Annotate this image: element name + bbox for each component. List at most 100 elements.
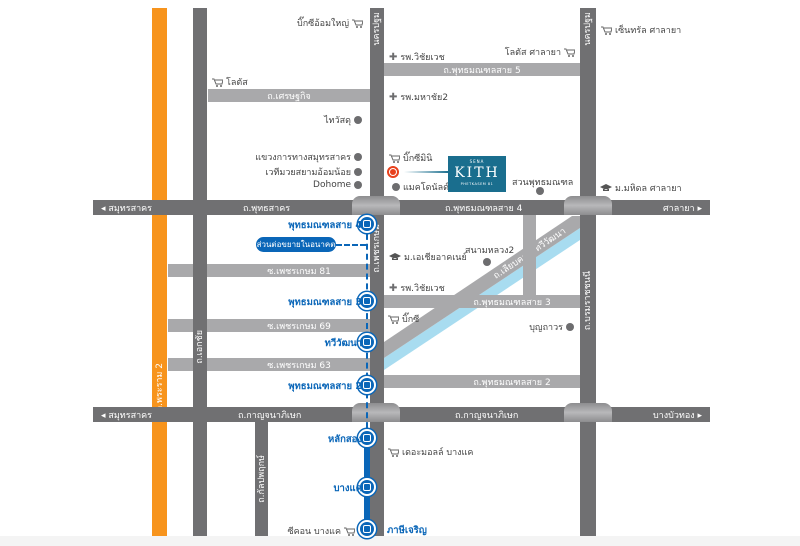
- logo-sub: PHETKASEM 81: [460, 182, 494, 186]
- footer-band: [0, 536, 800, 546]
- bts-future-line: [366, 224, 368, 438]
- road-label: ถ.บรมราชชนนี: [583, 270, 593, 330]
- poi-label: โลตัส ศาลายา: [504, 48, 561, 58]
- sena-kith-logo[interactable]: SENA KITH PHETKASEM 81: [448, 156, 506, 192]
- location-dot-icon: [354, 116, 362, 124]
- road-setthakit: ถ.เศรษฐกิจ: [208, 89, 370, 102]
- poi-boxing-stadium: เวทีมวยสยามอ้อมน้อย: [265, 165, 362, 179]
- poi-label: บิ๊กซี: [402, 315, 420, 325]
- overpass: [352, 403, 400, 422]
- direction-salaya: ศาลายา ▸: [662, 203, 702, 214]
- shopping-cart-icon: [212, 78, 223, 87]
- poi-label: ไทวัสดุ: [324, 116, 351, 126]
- bts-station-icon[interactable]: [358, 478, 376, 496]
- road-label: ถ.พุทธมณฑลสาย 4: [445, 203, 523, 214]
- poi-thai-watsadu: ไทวัสดุ: [324, 113, 362, 127]
- poi-sanam-luang2: สนามหลวง2: [465, 243, 514, 257]
- road-label: ถ.กัลปพฤกษ์: [256, 455, 267, 503]
- project-location-marker[interactable]: [387, 166, 399, 178]
- poi-highway-office: แขวงการทางสมุทรสาคร: [255, 150, 362, 164]
- road-label: ซ.เพชรเกษม 69: [267, 321, 331, 332]
- station-label[interactable]: บางแค: [333, 483, 362, 494]
- road-label: ซ.เพชรเกษม 81: [267, 266, 331, 277]
- bts-station-icon[interactable]: [358, 333, 376, 351]
- poi-bigc: บิ๊กซี: [388, 312, 419, 326]
- shopping-cart-icon: [352, 19, 363, 28]
- overpass: [564, 196, 612, 215]
- poi-label: แขวงการทางสมุทรสาคร: [255, 153, 351, 163]
- poi-bigc-om-yai: บิ๊กซีอ้อมใหญ่: [297, 16, 363, 30]
- poi-label: เวทีมวยสยามอ้อมน้อย: [265, 168, 351, 178]
- poi-label: ม.มหิดล ศาลายา: [615, 184, 682, 194]
- poi-lotus: โลตัส: [212, 75, 248, 89]
- poi-label: เซ็นทรัล ศาลายา: [615, 26, 682, 36]
- poi-label: รพ.วิชัยเวช: [400, 53, 445, 63]
- bts-station-icon[interactable]: [358, 429, 376, 447]
- road-phutthamonthon2: ถ.พุทธมณฑลสาย 2: [384, 375, 580, 388]
- poi-wichaivej-2: ✚รพ.วิชัยเวช: [389, 281, 445, 295]
- hospital-icon: ✚: [389, 282, 398, 294]
- road-label: ถ.กาญจนาภิเษก: [455, 410, 519, 421]
- future-extension-connector: [336, 244, 366, 246]
- road-label: ถ.พุทธสาคร: [243, 203, 291, 214]
- future-extension-badge: ส่วนต่อขยายในอนาคต: [256, 237, 336, 252]
- road-label-nakhon-pathom: นครปฐม: [372, 12, 382, 46]
- graduation-cap-icon: [600, 184, 612, 191]
- road-soi-69: ซ.เพชรเกษม 69: [168, 319, 370, 332]
- station-label[interactable]: พุทธมณฑลสาย 4: [288, 220, 362, 231]
- bts-station-icon[interactable]: [358, 376, 376, 394]
- poi-label: รพ.วิชัยเวช: [400, 284, 445, 294]
- road-label: ถ.พุทธมณฑลสาย 2: [473, 377, 551, 388]
- road-label: ถ.กาญจนาภิเษก: [238, 410, 302, 421]
- direction-samut-sakhon: ◂ สมุทรสาคร: [101, 410, 152, 421]
- logo-brand: SENA: [469, 159, 485, 164]
- road-kanlapaphruek: ถ.กัลปพฤกษ์: [255, 422, 268, 536]
- road-phutthamonthon4: ◂ สมุทรสาคร ถ.พุทธสาคร ถ.พุทธมณฑลสาย 4 ศ…: [93, 200, 710, 215]
- location-dot-icon: [354, 153, 362, 161]
- poi-label: บุญถาวร: [529, 323, 563, 333]
- road-kanchanaphisek: ◂ สมุทรสาคร ถ.กาญจนาภิเษก ถ.กาญจนาภิเษก …: [93, 407, 710, 422]
- poi-label: สวนพุทธมณฑล: [512, 178, 574, 188]
- bts-station-icon[interactable]: [358, 215, 376, 233]
- bts-station-icon[interactable]: [358, 292, 376, 310]
- poi-label: แมคโดนัลด์: [403, 183, 449, 193]
- poi-lotus-salaya: โลตัส ศาลายา: [505, 45, 575, 59]
- road-rama2: ถ.พระราม 2: [152, 8, 167, 536]
- road-label: ถ.เอกชัย: [195, 330, 205, 364]
- poi-label: เดอะมอลล์ บางแค: [402, 448, 474, 458]
- marker-dot: [390, 169, 396, 175]
- station-label[interactable]: ภาษีเจริญ: [387, 525, 427, 536]
- poi-seacon-bangkae: ซีคอน บางแค: [287, 524, 355, 538]
- direction-bang-bua-thong: บางบัวทอง ▸: [652, 410, 702, 421]
- hospital-icon: ✚: [389, 91, 398, 103]
- poi-mahachai2: ✚รพ.มหาชัย2: [389, 90, 448, 104]
- shopping-cart-icon: [564, 48, 575, 57]
- hospital-icon: ✚: [389, 51, 398, 63]
- shopping-cart-icon: [344, 527, 355, 536]
- location-dot-icon: [392, 183, 400, 191]
- bts-station-icon[interactable]: [358, 520, 376, 538]
- location-dot-icon: [354, 168, 362, 176]
- road-label: ถ.เศรษฐกิจ: [267, 91, 311, 102]
- location-dot-icon: [536, 187, 544, 195]
- road-soi-63: ซ.เพชรเกษม 63: [168, 358, 370, 371]
- road-boromratchonnani: นครปฐม ถ.บรมราชชนนี: [580, 8, 596, 536]
- overpass: [564, 403, 612, 422]
- station-label[interactable]: ทวีวัฒนา: [324, 338, 362, 349]
- road-phutthamonthon5: ถ.พุทธมณฑลสาย 5: [384, 63, 580, 76]
- poi-label: Dohome: [313, 180, 351, 190]
- overpass: [352, 196, 400, 215]
- location-dot-icon: [354, 181, 362, 189]
- poi-wichaivej-1: ✚รพ.วิชัยเวช: [389, 50, 445, 64]
- location-dot-icon: [483, 258, 491, 266]
- poi-central-salaya: เซ็นทรัล ศาลายา: [601, 23, 681, 37]
- poi-label: บิ๊กซีมินิ: [403, 154, 433, 164]
- station-label[interactable]: พุทธมณฑลสาย 3: [288, 297, 362, 308]
- station-label[interactable]: หลักสอง: [328, 434, 362, 445]
- poi-label: สนามหลวง2: [465, 246, 515, 256]
- graduation-cap-icon: [389, 253, 401, 260]
- station-label[interactable]: พุทธมณฑลสาย 2: [288, 381, 362, 392]
- shopping-cart-icon: [601, 26, 612, 35]
